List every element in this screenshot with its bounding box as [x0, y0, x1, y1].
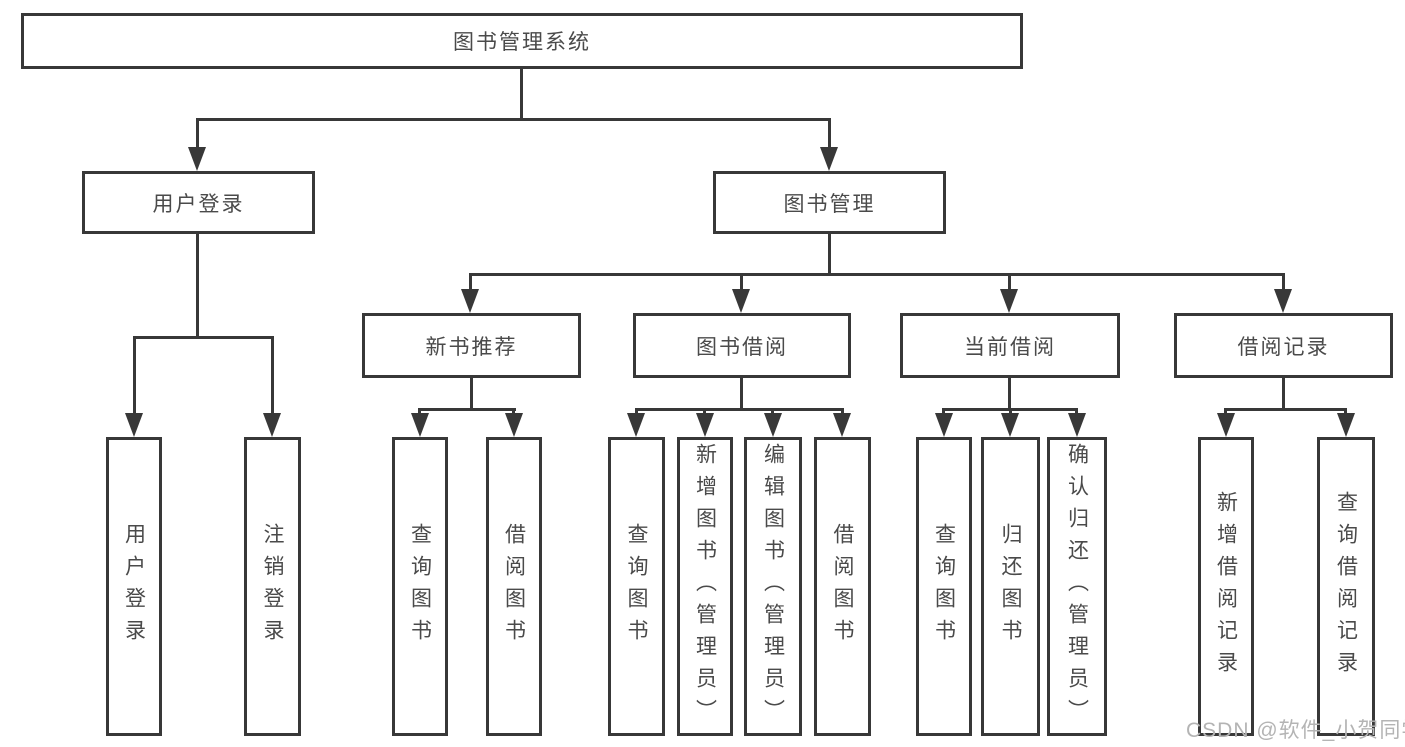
connector-stem	[828, 118, 831, 150]
connector-stem	[740, 273, 743, 292]
connector-stem	[1008, 273, 1011, 292]
arrow-down-icon	[505, 413, 523, 437]
leaf-borrow-query-book: 查询图书	[608, 437, 665, 736]
leaf-add-borrow-record-label: 新增借阅记录	[1214, 490, 1238, 683]
arrow-down-icon	[627, 413, 645, 437]
leaf-query-borrow-record-label: 查询借阅记录	[1334, 490, 1358, 683]
connector-stem	[942, 408, 945, 417]
arrow-down-icon	[1217, 413, 1235, 437]
leaf-edit-book-admin-label: 编辑图书（管理员）	[761, 442, 785, 731]
arrow-down-icon	[833, 413, 851, 437]
connector-stem	[1344, 408, 1347, 417]
connector-level2-bus	[196, 118, 831, 121]
connector-current-drop	[1008, 378, 1011, 410]
node-root: 图书管理系统	[21, 13, 1023, 69]
arrow-down-icon	[1274, 289, 1292, 313]
leaf-recommend-borrow-book: 借阅图书	[486, 437, 542, 736]
arrow-down-icon	[411, 413, 429, 437]
node-book-management: 图书管理	[713, 171, 946, 234]
arrow-down-icon	[1068, 413, 1086, 437]
arrow-down-icon	[125, 413, 143, 437]
connector-management-drop	[828, 234, 831, 275]
leaf-confirm-return-admin: 确认归还（管理员）	[1047, 437, 1107, 736]
arrow-down-icon	[935, 413, 953, 437]
connector-stem	[771, 408, 774, 417]
connector-stem	[133, 336, 136, 416]
connector-stem	[703, 408, 706, 417]
connector-records-bus	[1224, 408, 1347, 411]
leaf-recommend-query-book: 查询图书	[392, 437, 448, 736]
leaf-user-login: 用户登录	[106, 437, 162, 736]
leaf-borrow-book: 借阅图书	[814, 437, 871, 736]
leaf-add-borrow-record: 新增借阅记录	[1198, 437, 1254, 736]
connector-stem	[469, 273, 472, 292]
connector-borrow-bus	[635, 408, 844, 411]
arrow-down-icon	[696, 413, 714, 437]
connector-user-drop	[196, 234, 199, 338]
leaf-add-book-admin: 新增图书（管理员）	[677, 437, 733, 736]
connector-recommend-bus	[418, 408, 516, 411]
leaf-recommend-borrow-book-label: 借阅图书	[502, 522, 526, 651]
leaf-query-borrow-record: 查询借阅记录	[1317, 437, 1375, 736]
connector-stem	[635, 408, 638, 417]
arrow-down-icon	[1000, 289, 1018, 313]
leaf-user-login-label: 用户登录	[122, 522, 146, 651]
connector-stem	[1009, 408, 1012, 417]
connector-borrow-drop	[740, 378, 743, 410]
arrow-down-icon	[732, 289, 750, 313]
node-borrow-records-label: 借阅记录	[1237, 335, 1330, 359]
connector-level3-bus	[469, 273, 1285, 276]
connector-stem	[196, 118, 199, 150]
node-root-label: 图书管理系统	[453, 31, 591, 54]
leaf-borrow-query-book-label: 查询图书	[625, 522, 649, 651]
connector-stem	[841, 408, 844, 417]
connector-stem	[418, 408, 421, 417]
arrow-down-icon	[263, 413, 281, 437]
node-user-login-label: 用户登录	[152, 192, 245, 216]
watermark: CSDN @软件_小贺同学	[1186, 719, 1405, 742]
connector-stem	[271, 336, 274, 416]
connector-stem	[1075, 408, 1078, 417]
leaf-current-query-book-label: 查询图书	[932, 522, 956, 651]
arrow-down-icon	[1001, 413, 1019, 437]
leaf-borrow-book-label: 借阅图书	[831, 522, 855, 651]
leaf-current-query-book: 查询图书	[916, 437, 972, 736]
leaf-edit-book-admin: 编辑图书（管理员）	[744, 437, 802, 736]
connector-user-bus	[133, 336, 274, 339]
leaf-confirm-return-admin-label: 确认归还（管理员）	[1065, 442, 1089, 731]
arrow-down-icon	[461, 289, 479, 313]
connector-stem	[512, 408, 515, 417]
leaf-return-book: 归还图书	[981, 437, 1040, 736]
node-new-book-recommend: 新书推荐	[362, 313, 581, 378]
arrow-down-icon	[1337, 413, 1355, 437]
leaf-add-book-admin-label: 新增图书（管理员）	[693, 442, 717, 731]
connector-stem	[1282, 273, 1285, 292]
arrow-down-icon	[764, 413, 782, 437]
connector-root-drop	[520, 69, 523, 121]
leaf-logout-label: 注销登录	[261, 522, 285, 651]
connector-recommend-drop	[470, 378, 473, 410]
node-book-management-label: 图书管理	[783, 192, 876, 216]
node-user-login: 用户登录	[82, 171, 315, 234]
node-current-borrow-label: 当前借阅	[964, 335, 1056, 359]
node-new-book-recommend-label: 新书推荐	[425, 335, 518, 359]
connector-records-drop	[1282, 378, 1285, 410]
node-current-borrow: 当前借阅	[900, 313, 1120, 378]
node-borrow-records: 借阅记录	[1174, 313, 1393, 378]
connector-stem	[1224, 408, 1227, 417]
node-book-borrow-label: 图书借阅	[696, 335, 788, 359]
leaf-recommend-query-book-label: 查询图书	[408, 522, 432, 651]
leaf-return-book-label: 归还图书	[999, 522, 1023, 651]
arrow-down-icon	[188, 147, 206, 171]
arrow-down-icon	[820, 147, 838, 171]
leaf-logout: 注销登录	[244, 437, 301, 736]
node-book-borrow: 图书借阅	[633, 313, 851, 378]
